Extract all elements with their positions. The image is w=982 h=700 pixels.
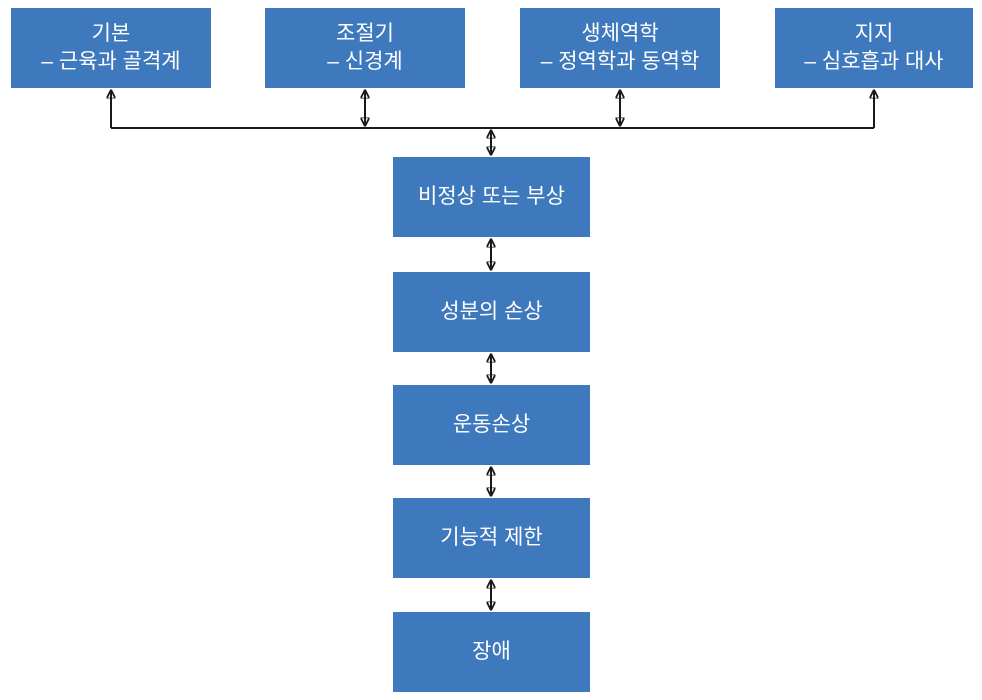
chain-box-disability-label: 장애 bbox=[472, 640, 511, 664]
chain-box-movement-impairment: 운동손상 bbox=[393, 385, 590, 465]
top-box-biomechanics-subtitle: – 정역학과 동역학 bbox=[540, 50, 700, 73]
top-box-basic-title: 기본 bbox=[91, 22, 131, 46]
chain-box-component-impairment: 성분의 손상 bbox=[393, 272, 590, 352]
chain-box-abnormality-or-injury: 비정상 또는 부상 bbox=[393, 157, 590, 237]
chain-box-abnormality-or-injury-label: 비정상 또는 부상 bbox=[418, 185, 565, 209]
top-box-support: 지지 – 심호흡과 대사 bbox=[775, 8, 973, 88]
top-box-basic: 기본 – 근육과 골격계 bbox=[11, 8, 211, 88]
top-box-regulator-title: 조절기 bbox=[336, 22, 394, 46]
top-box-support-title: 지지 bbox=[854, 22, 894, 46]
top-box-regulator: 조절기 – 신경계 bbox=[265, 8, 465, 88]
chain-box-movement-impairment-label: 운동손상 bbox=[452, 413, 531, 437]
chain-box-component-impairment-label: 성분의 손상 bbox=[440, 300, 543, 324]
chain-box-functional-limitation-label: 기능적 제한 bbox=[440, 526, 543, 550]
top-box-support-subtitle: – 심호흡과 대사 bbox=[804, 50, 944, 73]
top-box-biomechanics: 생체역학 – 정역학과 동역학 bbox=[520, 8, 720, 88]
top-box-regulator-subtitle: – 신경계 bbox=[327, 50, 403, 73]
chain-box-functional-limitation: 기능적 제한 bbox=[393, 498, 590, 578]
chain-box-disability: 장애 bbox=[393, 612, 590, 692]
top-box-basic-subtitle: – 근육과 골격계 bbox=[41, 50, 181, 73]
top-box-biomechanics-title: 생체역학 bbox=[581, 22, 659, 46]
